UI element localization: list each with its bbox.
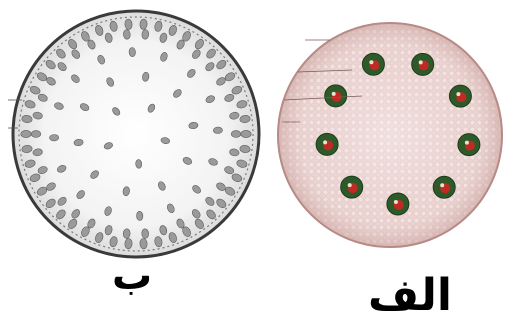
panel-b-vascular-bundle: [31, 131, 41, 138]
panel-b-vascular-bundle: [241, 130, 251, 137]
panel-alef-vascular-bundle: [316, 133, 338, 155]
panel-b-vascular-bundle: [136, 211, 143, 220]
panel-b-vascular-bundle: [129, 47, 136, 56]
panel-b-section-body: [13, 11, 259, 257]
panel-alef-vascular-bundle: [341, 176, 363, 198]
panel-b-vascular-bundle: [21, 130, 31, 137]
panel-alef-vascular-bundle: [325, 85, 347, 107]
panel-alef-vascular-bundle: [458, 134, 480, 156]
panel-alef-vascular-bundle: [387, 193, 409, 215]
panel-b-vascular-bundle: [213, 127, 222, 134]
panel-b-monocot-section: [8, 11, 259, 257]
panel-alef-vascular-bundle: [449, 85, 471, 107]
panel-alef-vascular-bundle: [362, 53, 384, 75]
panel-b-label: ب: [112, 256, 152, 296]
panel-b-vascular-bundle: [231, 131, 241, 138]
panel-alef-dicot-section: [278, 23, 502, 247]
panel-b-vascular-bundle: [135, 159, 142, 168]
panel-alef-label: الف: [368, 274, 452, 318]
panel-alef-vascular-bundle: [433, 176, 455, 198]
panel-alef-vascular-bundle: [412, 53, 434, 75]
panel-b-vascular-bundle: [49, 134, 58, 141]
